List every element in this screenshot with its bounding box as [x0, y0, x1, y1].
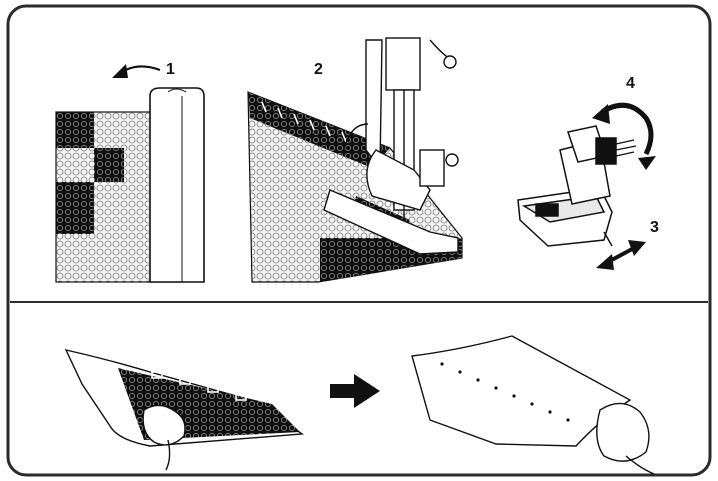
- panel-fold-fabric: [56, 88, 204, 282]
- step-label-2: 2: [314, 62, 323, 78]
- step-label-4: 4: [626, 76, 635, 92]
- step-label-1: 1: [166, 62, 175, 78]
- step-label-3: 3: [650, 220, 659, 236]
